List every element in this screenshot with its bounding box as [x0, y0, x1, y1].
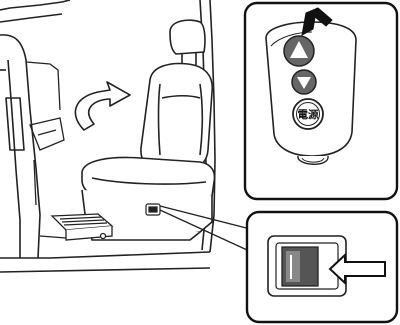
remote-down-button[interactable]	[292, 70, 316, 94]
step-plate	[40, 214, 112, 240]
remote-inset: 電源	[245, 3, 397, 199]
seat-rotation-arrow-icon	[75, 82, 130, 130]
remote-up-button[interactable]	[284, 36, 314, 66]
power-button-label: 電源	[298, 108, 319, 121]
remote-power-button[interactable]: 電源	[293, 99, 323, 129]
switch-inset	[247, 212, 397, 322]
seat-switch-marker	[146, 204, 160, 215]
rocker-switch[interactable]	[282, 247, 318, 286]
